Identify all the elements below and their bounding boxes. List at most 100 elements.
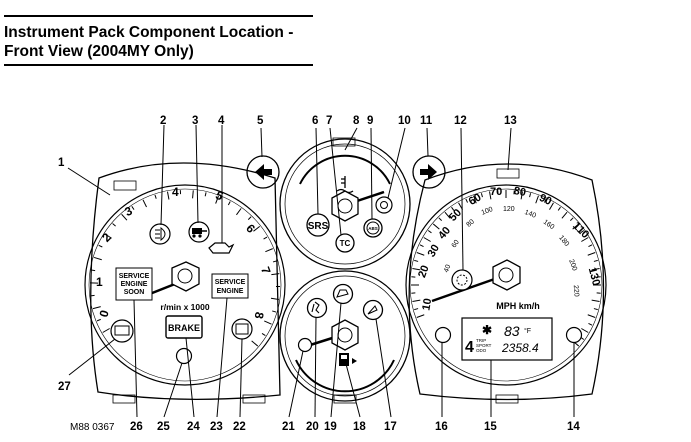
lcd-mode-trip: TRIP <box>476 338 486 343</box>
callout-16: 16 <box>435 421 448 433</box>
tach-tick <box>272 260 278 263</box>
srs-label: SRS <box>308 221 329 232</box>
tach-scale-7: 7 <box>258 265 274 276</box>
warning-lamp-10-icon <box>375 196 393 214</box>
figure-reference: M88 0367 <box>70 422 115 433</box>
service-soon-line-3: SOON <box>124 289 145 296</box>
speedo-tick <box>581 328 589 333</box>
tach-tick <box>142 199 147 208</box>
mph-scale-50: 50 <box>447 207 464 224</box>
callout-18: 18 <box>353 421 366 433</box>
speedometer: 10 20 30 40 50 60 70 80 90 110 130 40 60… <box>405 163 607 404</box>
tach-tick <box>96 318 101 322</box>
callout-23: 23 <box>210 421 223 433</box>
speedo-tick <box>432 223 440 230</box>
lcd-mode-odo: ODO <box>476 348 487 353</box>
callout-4: 4 <box>218 115 225 127</box>
speedo-tick <box>489 191 492 200</box>
kmh-scale-100: 100 <box>480 206 493 217</box>
callout-12: 12 <box>454 115 467 127</box>
fuel-gauge <box>279 270 411 404</box>
callout-17: 17 <box>384 421 397 433</box>
cruise-control-icon <box>451 269 473 291</box>
speedo-tick <box>473 195 477 204</box>
kmh-scale-180: 180 <box>557 234 570 248</box>
bulb-failure-icon <box>362 299 384 321</box>
tach-scale-6: 6 <box>243 221 258 236</box>
speedo-tick <box>587 314 596 318</box>
callout-6: 6 <box>312 115 318 127</box>
tach-tick <box>236 208 242 216</box>
speedo-tick <box>593 308 598 311</box>
right-turn-indicator-icon <box>420 164 437 180</box>
callout-14: 14 <box>567 421 580 433</box>
tach-tick <box>265 248 273 253</box>
speedo-tick <box>591 299 600 302</box>
lcd-snow-icon: ✱ <box>482 323 492 337</box>
tachometer: 0 1 2 3 4 5 6 7 8 SERVICE ENGINE SOON SE… <box>84 162 286 404</box>
speedo-unit-label: MPH km/h <box>496 301 540 311</box>
speedo-tick <box>561 211 568 219</box>
coolant-temp-icon <box>336 176 354 194</box>
tach-scale-4: 4 <box>172 185 179 199</box>
title-rule-bottom <box>4 64 313 66</box>
lcd-temperature: 83 <box>504 323 520 339</box>
speedo-tick <box>465 198 468 203</box>
speedo-tick <box>569 217 574 222</box>
tach-tick <box>112 223 116 227</box>
lcd-odometer: 2358.4 <box>501 341 539 355</box>
speedo-tick <box>591 268 600 271</box>
speedo-tick <box>412 299 421 302</box>
speedo-tick <box>588 244 593 247</box>
speedo-tick <box>444 211 451 219</box>
tach-tick <box>166 191 170 200</box>
callout-8: 8 <box>353 115 360 127</box>
tach-tick <box>91 269 96 272</box>
speedo-tick <box>593 259 598 262</box>
tach-tick <box>251 340 259 347</box>
mph-scale-130: 130 <box>586 266 602 287</box>
tachometer-ticks <box>90 190 280 347</box>
left-turn-indicator-icon <box>255 164 272 180</box>
mph-scale-70: 70 <box>490 186 502 198</box>
tach-tick <box>154 194 157 199</box>
callout-24: 24 <box>187 421 200 433</box>
callout-3: 3 <box>192 115 198 127</box>
tach-tick <box>264 320 272 325</box>
lcd-temperature-unit: °F <box>524 327 531 335</box>
speedo-tick <box>438 217 443 222</box>
kmh-scale-200: 200 <box>567 258 578 271</box>
battery-charge-icon <box>110 319 134 343</box>
kmh-scale-120: 120 <box>503 206 515 213</box>
tach-tick <box>102 328 110 333</box>
speedo-tick <box>587 252 596 256</box>
speedo-tick <box>588 323 593 326</box>
service-soon-line-1: SERVICE <box>119 273 150 280</box>
callout-20: 20 <box>306 421 319 433</box>
tach-tick <box>204 192 207 197</box>
tach-tick <box>98 244 103 248</box>
speedo-tick <box>549 202 554 210</box>
callout-1: 1 <box>58 157 65 169</box>
callout-19: 19 <box>324 421 337 433</box>
tach-tick <box>215 195 219 204</box>
tach-tick <box>247 216 252 220</box>
speedo-tick <box>423 237 431 242</box>
lcd-display <box>461 317 553 361</box>
speedo-tick <box>427 230 432 234</box>
service-soon-line-2: ENGINE <box>121 281 148 288</box>
service-engine-line-2: ENGINE <box>217 288 244 295</box>
speedo-tick <box>416 252 425 256</box>
callout-numbers: 1 2 3 4 5 6 7 8 9 10 11 12 13 14 15 16 1… <box>58 115 580 433</box>
title-line-2: Front View (2004MY Only) <box>4 43 194 60</box>
abs-label: ABS <box>368 226 378 231</box>
speedo-tick <box>414 308 419 311</box>
page-title: Instrument Pack Component Location - Fro… <box>4 23 314 61</box>
kmh-scale-60: 60 <box>451 239 461 249</box>
tach-tick <box>253 225 261 232</box>
speedo-tick <box>412 268 421 271</box>
warning-lamp-14-icon <box>565 326 583 344</box>
tach-tick <box>227 201 231 206</box>
fuel-low-lamp-icon <box>297 337 313 353</box>
